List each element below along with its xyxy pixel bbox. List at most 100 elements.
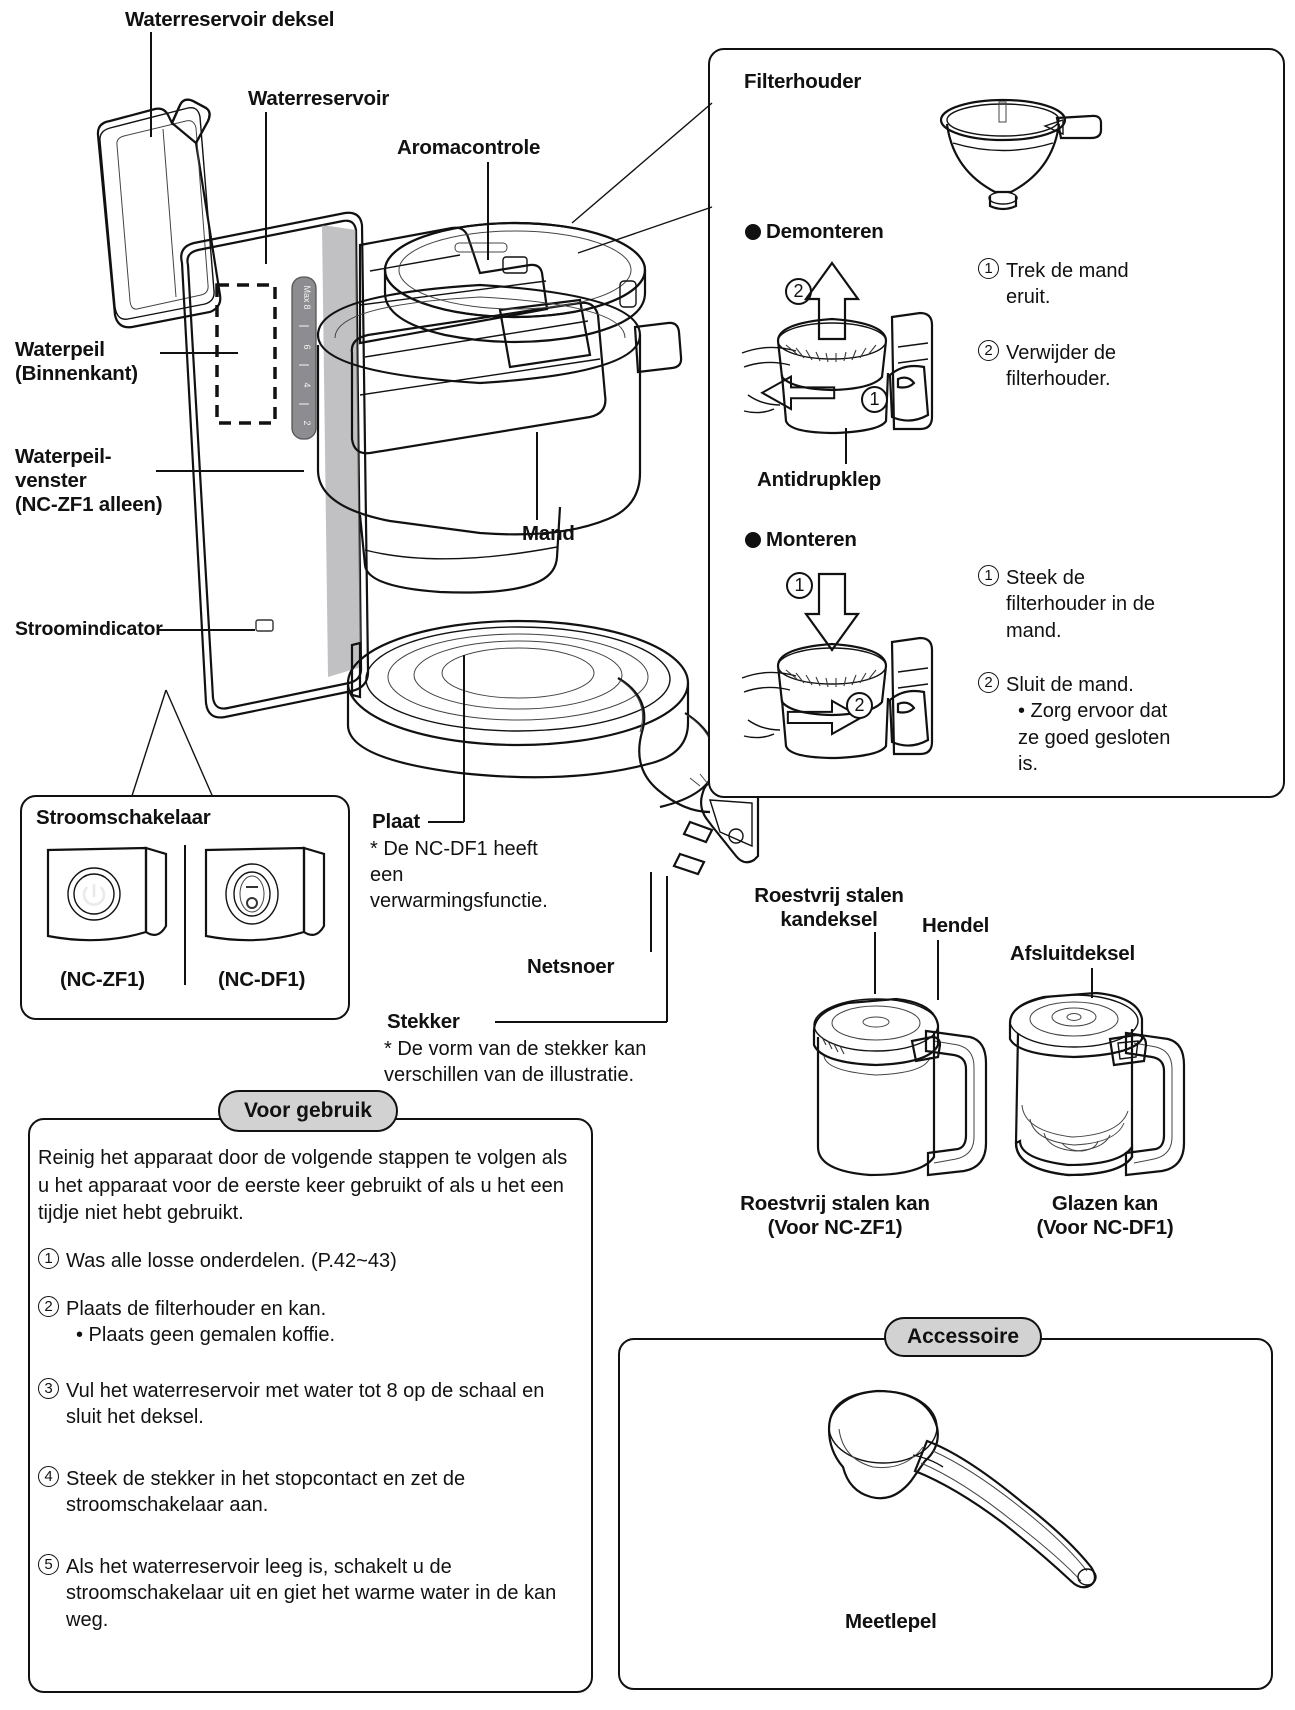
step-number: 1 xyxy=(978,565,999,586)
step-text: Trek de mand eruit. xyxy=(1006,260,1129,309)
callout-stekker: Stekker xyxy=(387,1010,460,1033)
power-button-ring xyxy=(67,867,121,921)
demonteren-rotate-badge: 1 xyxy=(861,386,888,413)
filterhouder-panel-title: Filterhouder xyxy=(744,70,862,93)
callout-afsluitdeksel: Afsluitdeksel xyxy=(1010,942,1135,965)
caption-glass-carafe: Glazen kan (Voor NC-DF1) xyxy=(1036,1192,1174,1240)
arrow-rotate-left-icon xyxy=(760,374,836,411)
filter-holder-cone-graphic xyxy=(939,98,1103,211)
leader-plaat xyxy=(428,821,464,823)
monteren-heading-row: Monteren xyxy=(745,528,857,552)
callout-waterpeil: Waterpeil (Binnenkant) xyxy=(15,338,138,386)
voor-gebruik-step-1: 1 Was alle losse onderdelen. (P.42~43) xyxy=(38,1248,568,1274)
voor-gebruik-step-3: 3 Vul het waterreservoir met water tot 8… xyxy=(38,1378,553,1431)
step-text: Plaats de filterhouder en kan. xyxy=(66,1298,327,1320)
leader-stroomindicator xyxy=(158,629,255,631)
label-antidrupklep: Antidrupklep xyxy=(757,468,882,491)
glass-carafe-graphic xyxy=(1008,991,1186,1177)
basket-graphic xyxy=(316,283,683,594)
step-number: 2 xyxy=(38,1296,59,1317)
callout-plaat: Plaat xyxy=(372,810,420,833)
step-number: 1 xyxy=(978,258,999,279)
switch-nc-df1-graphic xyxy=(204,846,326,942)
stekker-note: * De vorm van de stekker kan verschillen… xyxy=(384,1038,647,1086)
step-text: Steek de stekker in het stopcontact en z… xyxy=(66,1468,466,1517)
brand-logo: Panasonic xyxy=(237,668,318,689)
callout-waterreservoir-deksel: Waterreservoir deksel xyxy=(125,8,335,31)
leader-kandeksel xyxy=(874,932,876,994)
arrow-up-icon xyxy=(803,261,861,341)
water-level-dashed-box xyxy=(215,283,277,425)
step-bullet: • Zorg ervoor dat ze goed gesloten is. xyxy=(1018,700,1171,776)
water-tank-lid-graphic xyxy=(96,98,222,329)
monteren-step-1: 1 Steek de filterhouder in de mand. xyxy=(978,565,1168,644)
callout-waterpeilvenster: Waterpeil- venster (NC-ZF1 alleen) xyxy=(15,445,163,517)
monteren-rotate-badge: 2 xyxy=(846,692,873,719)
leader-plaat-v xyxy=(463,655,465,822)
callout-mand: Mand xyxy=(522,522,575,545)
power-button xyxy=(73,873,115,915)
step-number: 3 xyxy=(38,1378,59,1399)
power-plug-graphic xyxy=(617,677,760,876)
voor-gebruik-panel xyxy=(28,1118,593,1693)
filterhouder-panel xyxy=(708,48,1285,798)
rocker-switch-body xyxy=(233,871,271,917)
voor-gebruik-step-4: 4 Steek de stekker in het stopcontact en… xyxy=(38,1466,558,1519)
leader-antidrupklep xyxy=(845,428,847,464)
leader-waterpeil xyxy=(160,352,238,354)
voor-gebruik-step-2: 2 Plaats de filterhouder en kan. • Plaat… xyxy=(38,1296,568,1349)
rocker-ring xyxy=(225,863,279,925)
leader-waterreservoir xyxy=(265,112,267,264)
step-text: Sluit de mand. xyxy=(1006,674,1134,696)
callout-netsnoer: Netsnoer xyxy=(527,955,615,978)
leader-stekker-v xyxy=(666,876,668,1022)
power-indicator-lamp xyxy=(255,619,274,632)
leader-afsluitdeksel xyxy=(1091,968,1093,998)
leader-mand xyxy=(536,432,538,520)
demonteren-arrow-badge: 2 xyxy=(785,278,812,305)
leader-netsnoer xyxy=(650,872,652,952)
water-level-window-graphic: Max 8 6 4 2 xyxy=(291,276,317,440)
demonteren-step-2: 2 Verwijder de filterhouder. xyxy=(978,340,1163,393)
step-number: 5 xyxy=(38,1554,59,1575)
svg-text:6: 6 xyxy=(302,344,312,349)
step-text: Als het waterreservoir leeg is, schakelt… xyxy=(66,1556,557,1631)
voor-gebruik-step-5: 5 Als het waterreservoir leeg is, schake… xyxy=(38,1554,566,1633)
leader-stekker xyxy=(495,1021,667,1023)
monteren-illustration xyxy=(741,572,934,760)
switch-nc-zf1-graphic xyxy=(46,846,168,942)
svg-text:8: 8 xyxy=(302,304,312,309)
leader-waterreservoir-deksel xyxy=(150,32,152,137)
switch-caption-nc-df1: (NC-DF1) xyxy=(218,968,306,991)
aroma-control-graphic xyxy=(383,221,647,344)
stroomschakelaar-panel-title: Stroomschakelaar xyxy=(36,806,211,829)
arrow-down-icon xyxy=(803,572,861,652)
accessoire-title-pill: Accessoire xyxy=(884,1317,1042,1357)
water-tank-body-graphic: Max 8 6 4 2 Panasonic xyxy=(180,211,370,719)
step-number: 4 xyxy=(38,1466,59,1487)
callout-hendel: Hendel xyxy=(922,914,990,937)
accessoire-item-label: Meetlepel xyxy=(845,1610,937,1633)
caption-steel-carafe: Roestvrij stalen kan (Voor NC-ZF1) xyxy=(740,1192,930,1240)
step-text: Steek de filterhouder in de mand. xyxy=(1006,567,1155,642)
demonteren-heading: Demonteren xyxy=(766,220,884,243)
accessoire-panel xyxy=(618,1338,1273,1690)
voor-gebruik-intro: Reinig het apparaat door de volgende sta… xyxy=(38,1147,568,1225)
step-bullet: • Plaats geen gemalen koffie. xyxy=(76,1324,336,1347)
power-symbol-icon xyxy=(82,883,106,906)
monteren-heading: Monteren xyxy=(766,528,857,551)
svg-text:4: 4 xyxy=(302,382,312,387)
plaat-note: * De NC-DF1 heeft een verwarmingsfunctie… xyxy=(370,838,548,912)
measuring-spoon-graphic xyxy=(827,1389,1097,1589)
filterhouder-pointer-lines xyxy=(571,102,713,254)
step-text: Vul het waterreservoir met water tot 8 o… xyxy=(66,1380,545,1429)
leader-aromacontrole xyxy=(487,162,489,260)
step-number: 2 xyxy=(978,340,999,361)
monteren-arrow-badge: 1 xyxy=(786,572,813,599)
switch-caption-nc-zf1: (NC-ZF1) xyxy=(60,968,145,991)
callout-stroomindicator: Stroomindicator xyxy=(15,618,163,640)
leader-stroomschakelaar-fan xyxy=(129,689,216,803)
svg-text:2: 2 xyxy=(302,420,312,425)
arrow-rotate-right-icon xyxy=(786,699,864,736)
leader-hendel xyxy=(937,940,939,1000)
